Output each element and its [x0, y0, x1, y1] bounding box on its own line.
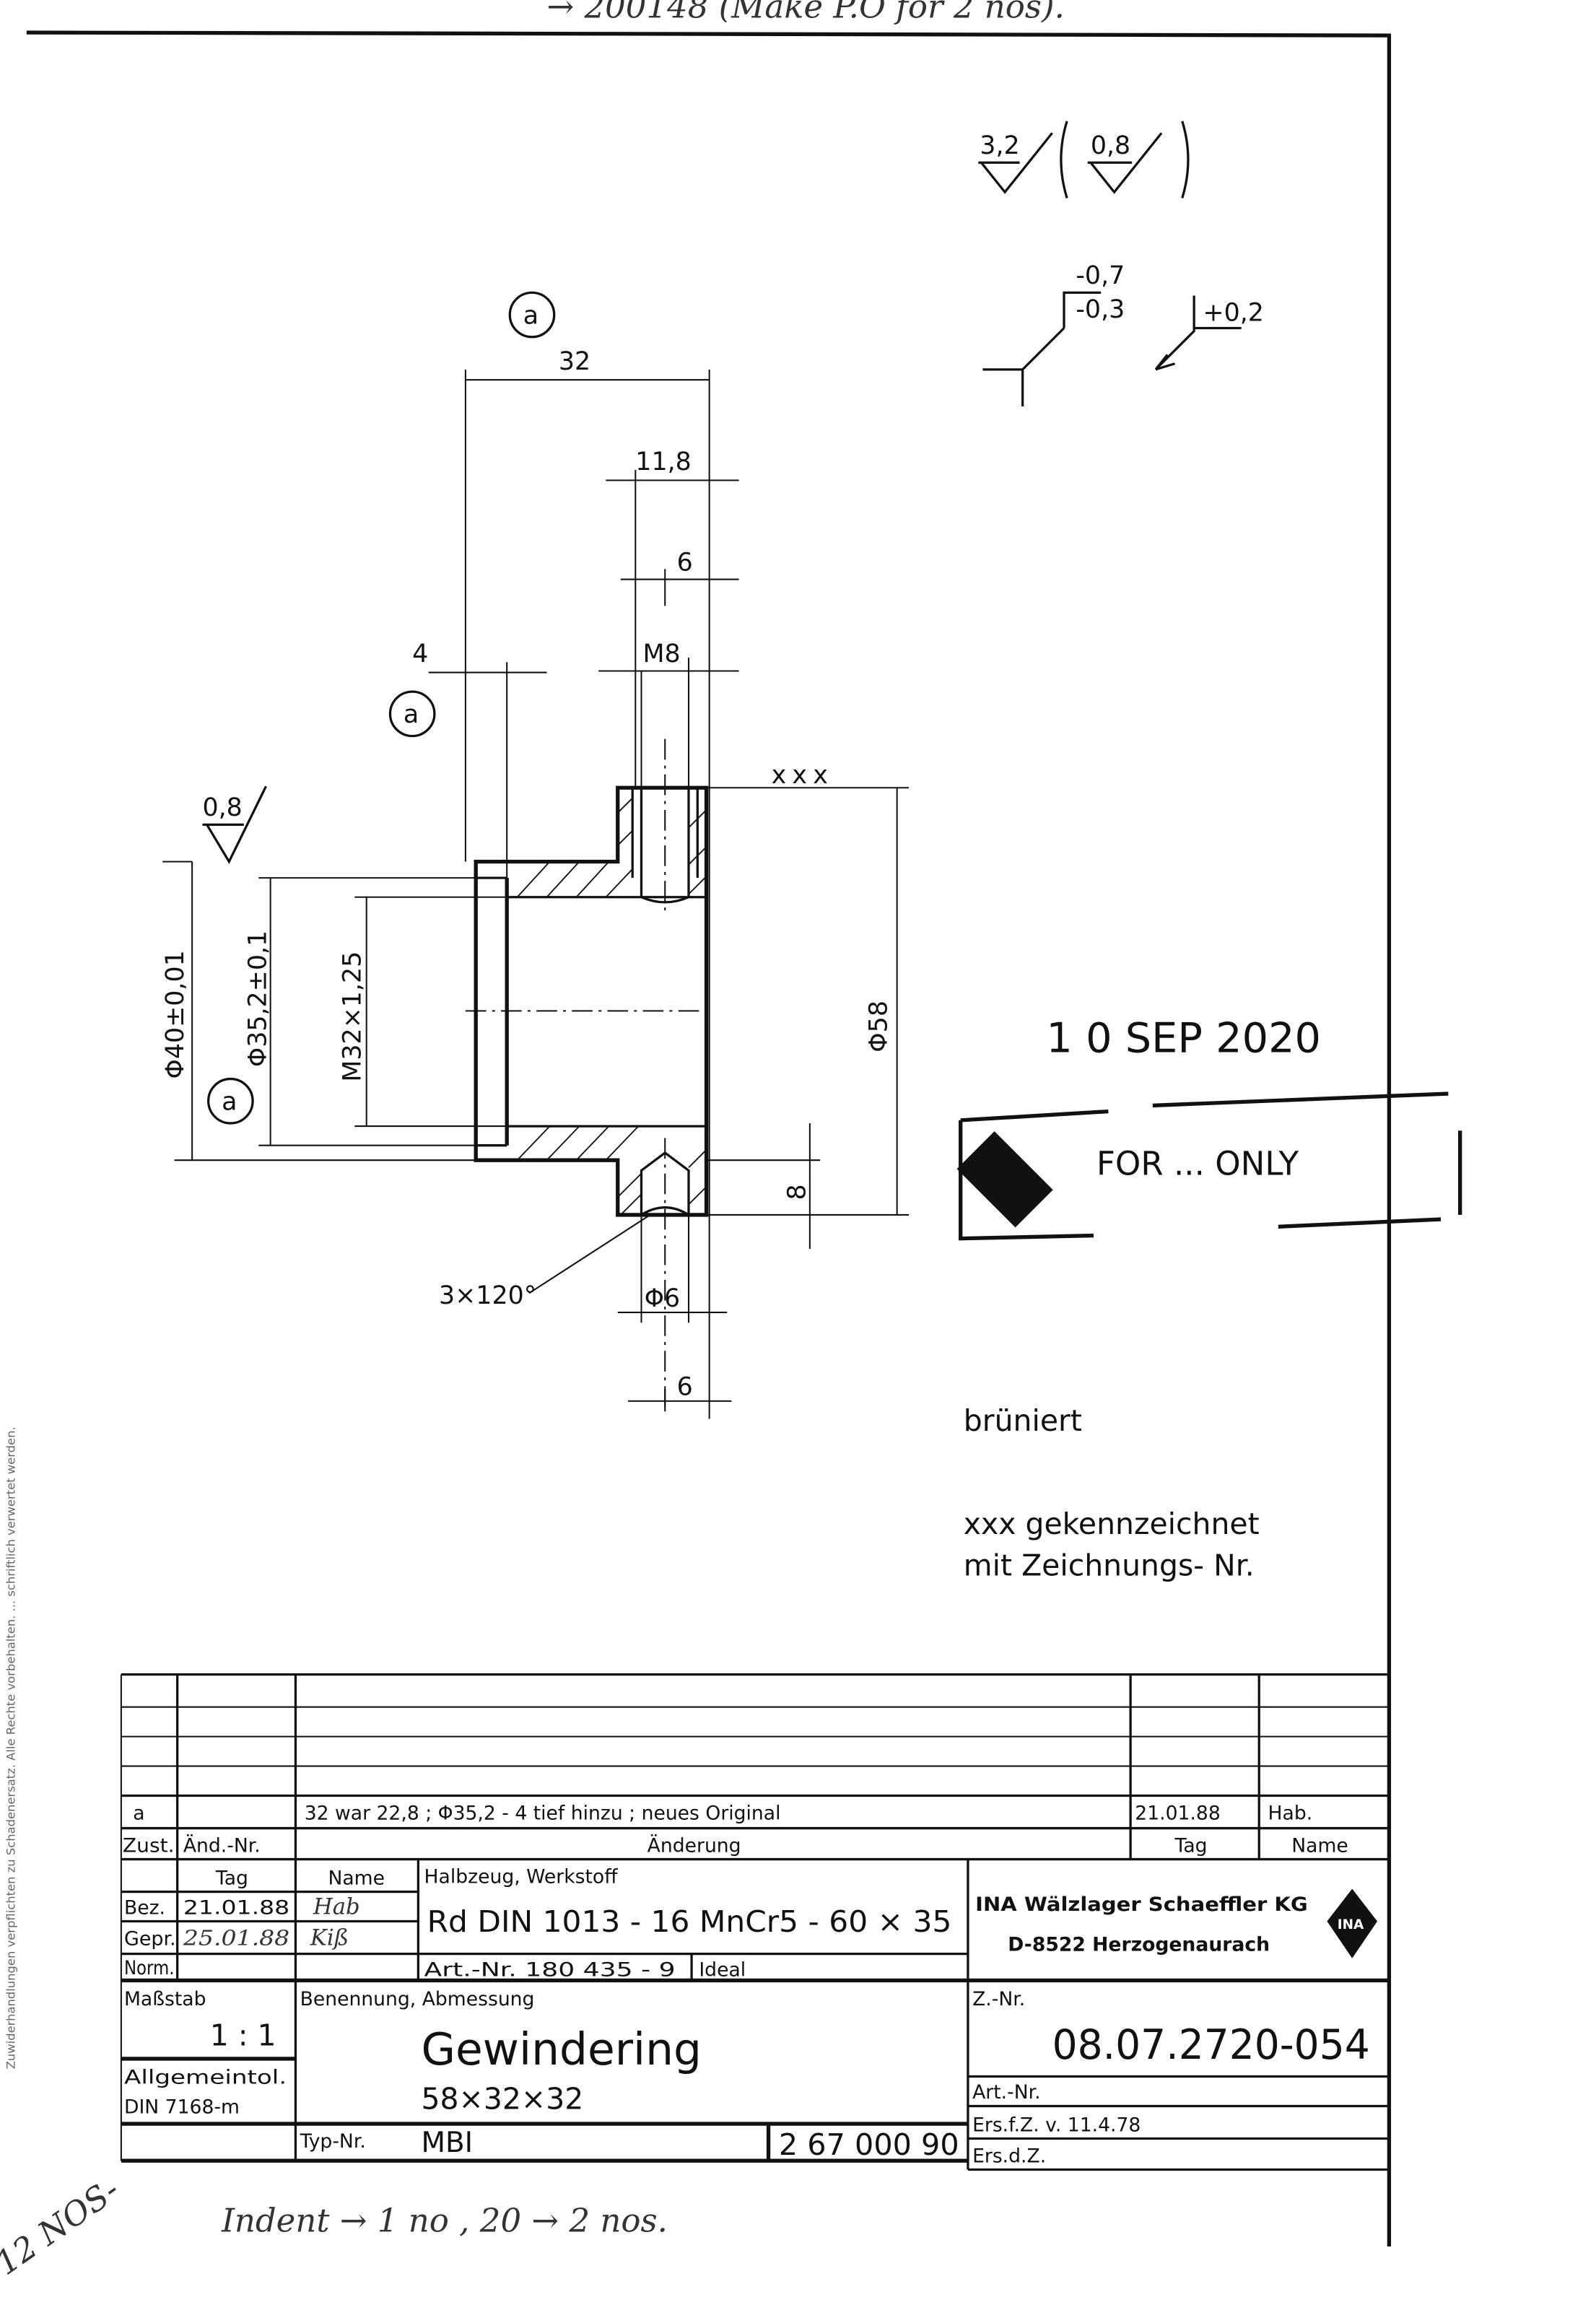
- svg-text:25.01.88: 25.01.88: [183, 1925, 290, 1950]
- dim-hole-pattern: 3×120°: [439, 1281, 536, 1310]
- col-day-header: Tag: [215, 1867, 248, 1889]
- date-stamp: 1 0 SEP 2020: [1046, 1014, 1321, 1063]
- title-block: [121, 1673, 1390, 2171]
- note-marking: xxx gekennzeichnet: [964, 1507, 1260, 1541]
- general-tolerance-label: Allgemeintol.: [124, 2067, 287, 2089]
- revision-header: Zust. Änd.-Nr. Änderung Tag Name: [123, 1834, 1348, 1857]
- svg-text:Tag: Tag: [1174, 1834, 1208, 1857]
- margin-copyright-text: Zuwiderhandlungen verpflichten zu Schade…: [4, 1426, 17, 2069]
- designation-label: Benennung, Abmessung: [300, 1988, 535, 2010]
- dim-counterbore-diameter: Φ35,2±0,1: [244, 930, 273, 1067]
- dim-flange-diameter: Φ58: [864, 1001, 893, 1052]
- type-value: MBI: [421, 2127, 473, 2159]
- marking-xxx: xxx: [772, 761, 834, 790]
- surface-roughness-general: 3,2 0,8: [978, 121, 1190, 199]
- datum-marker: a: [388, 690, 436, 738]
- note-marking-2: mit Zeichnungs- Nr.: [964, 1548, 1255, 1582]
- handwritten-top-note: → 200148 (Make P.O for 2 nos).: [546, 0, 1064, 26]
- edge-tolerance-symbols: -0,7 -0,3 +0,2: [982, 261, 1264, 407]
- svg-text:INA: INA: [1338, 1917, 1364, 1932]
- svg-text:Kiß: Kiß: [310, 1925, 349, 1951]
- svg-text:a: a: [222, 1088, 237, 1117]
- handwritten-bottom-note: Indent → 1 no , 20 → 2 nos.: [221, 2201, 668, 2239]
- dimension-lines: [162, 369, 910, 1419]
- svg-text:Änd.-Nr.: Änd.-Nr.: [183, 1834, 261, 1857]
- tolerance-value: +0,2: [1203, 298, 1263, 327]
- scale-value: 1 : 1: [210, 2018, 276, 2053]
- tolerance-value: -0,3: [1076, 295, 1125, 324]
- revision-row: a 32 war 22,8 ; Φ35,2 - 4 tief hinzu ; n…: [133, 1802, 1312, 1824]
- svg-text:Bez.: Bez.: [124, 1896, 165, 1919]
- general-tolerance-value: DIN 7168-m: [124, 2096, 240, 2119]
- svg-text:Zust.: Zust.: [123, 1834, 175, 1857]
- dim-thread-hole: M8: [643, 640, 681, 668]
- reference-only-stamp: FOR ... ONLY: [956, 1091, 1462, 1241]
- datum-marker: a: [508, 291, 556, 339]
- roughness-bracket-value: 0,8: [1091, 131, 1130, 160]
- part-name: Gewindering: [421, 2024, 702, 2075]
- replaces-label: Ers.f.Z. v. 11.4.78: [972, 2114, 1141, 2136]
- svg-text:Änderung: Änderung: [647, 1834, 741, 1857]
- material-label: Halbzeug, Werkstoff: [424, 1865, 619, 1888]
- dim-counterbore-depth: 4: [412, 640, 428, 668]
- replaced-by-label: Ers.d.Z.: [972, 2145, 1046, 2167]
- svg-text:a: a: [404, 700, 419, 729]
- drawing-frame: [26, 30, 1392, 2246]
- svg-text:Gepr.: Gepr.: [124, 1927, 176, 1950]
- company-name: INA Wälzlager Schaeffler KG: [975, 1893, 1308, 1916]
- article-number: Art.-Nr. 180 435 - 9: [424, 1958, 676, 1981]
- svg-text:21.01.88: 21.01.88: [183, 1896, 289, 1919]
- tolerance-value: -0,7: [1076, 261, 1125, 290]
- dim-hole-offset-top: 6: [677, 548, 693, 577]
- svg-text:32 war 22,8 ; Φ35,2 - 4 tief h: 32 war 22,8 ; Φ35,2 - 4 tief hinzu ; neu…: [305, 1802, 781, 1824]
- approval-row: Gepr. 25.01.88 Kiß: [124, 1925, 349, 1951]
- dim-hole-diameter: Φ6: [645, 1284, 681, 1313]
- svg-text:0,8: 0,8: [202, 793, 242, 822]
- company-address: D-8522 Herzogenaurach: [1008, 1933, 1270, 1956]
- article-extra: Ideal: [699, 1958, 746, 1981]
- svg-text:FOR ... ONLY: FOR ... ONLY: [1096, 1145, 1299, 1183]
- col-name-header: Name: [328, 1867, 385, 1889]
- svg-text:a: a: [133, 1802, 144, 1824]
- handwritten-left-note: 12 NOS-: [0, 2170, 126, 2283]
- type-label: Typ-Nr.: [300, 2130, 366, 2153]
- dim-hole-offset-bottom: 6: [677, 1373, 693, 1402]
- approval-row: Bez. 21.01.88 Hab: [124, 1894, 360, 1919]
- article-number-label: Art.-Nr.: [972, 2081, 1040, 2104]
- svg-text:Norm.: Norm.: [124, 1957, 175, 1979]
- drawing-number-label: Z.-Nr.: [972, 1988, 1025, 2010]
- roughness-value: 3,2: [980, 131, 1019, 160]
- datum-marker: a: [207, 1077, 254, 1125]
- dim-outer-diameter: Φ40±0,01: [161, 950, 190, 1078]
- note-finish: brüniert: [964, 1403, 1082, 1438]
- type-number: 2 67 000 90: [779, 2127, 959, 2162]
- svg-text:Name: Name: [1291, 1834, 1348, 1857]
- material-value: Rd DIN 1013 - 16 MnCr5 - 60 × 35: [427, 1904, 952, 1939]
- ina-logo: INA: [1327, 1888, 1378, 1958]
- svg-text:21.01.88: 21.01.88: [1135, 1802, 1220, 1824]
- dim-flange-width: 11,8: [635, 448, 691, 476]
- part-size: 58×32×32: [421, 2082, 583, 2117]
- svg-text:Hab: Hab: [313, 1894, 360, 1919]
- svg-text:Hab.: Hab.: [1268, 1802, 1313, 1824]
- dim-inner-thread: M32×1,25: [339, 951, 367, 1082]
- surface-roughness-local: 0,8: [202, 785, 267, 865]
- drawing-number: 08.07.2720-054: [1052, 2021, 1370, 2069]
- dim-length: 32: [559, 347, 590, 376]
- svg-text:a: a: [523, 301, 538, 330]
- scale-label: Maßstab: [124, 1988, 206, 2010]
- dim-hole-depth: 8: [783, 1184, 812, 1200]
- approval-row: Norm.: [124, 1957, 175, 1979]
